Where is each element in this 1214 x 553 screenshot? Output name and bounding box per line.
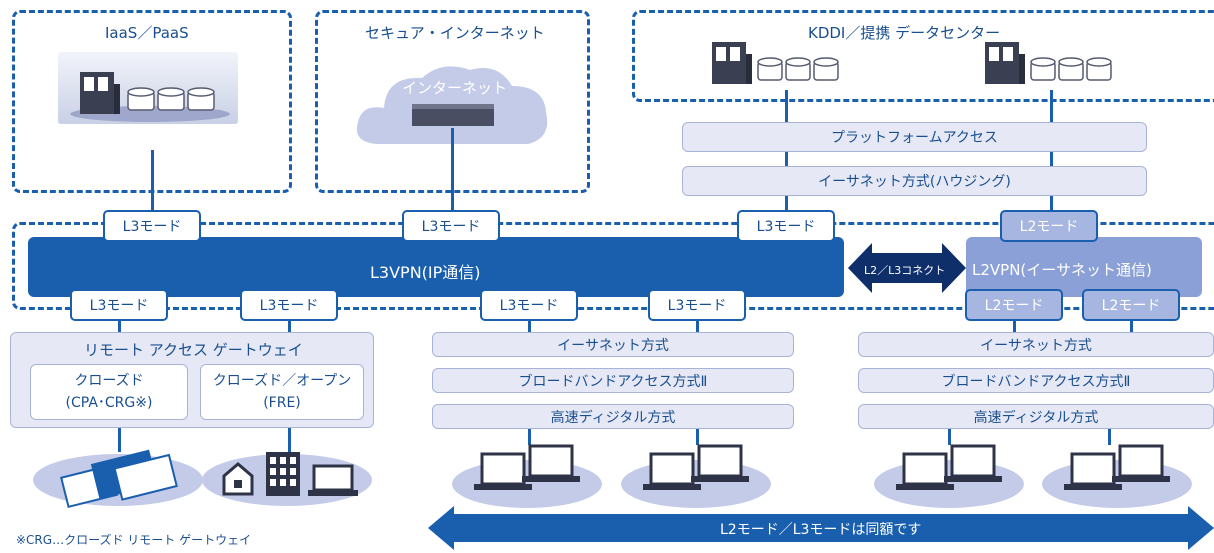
rag-closed-line2: (CPA･CRG※) xyxy=(65,395,153,411)
secure-internet-title: セキュア・インターネット xyxy=(365,24,545,42)
l2-l3-connect-label: L2／L3コネクト xyxy=(864,264,946,277)
datacenter-server-icon-2 xyxy=(985,42,1112,84)
l2-mode-label-dc: L2モード xyxy=(1000,210,1098,242)
connector-pc-4 xyxy=(1108,429,1111,445)
l2vpn-bar xyxy=(966,237,1202,297)
connector-internet xyxy=(451,128,454,212)
l2-l3-connect-arrow xyxy=(848,243,966,293)
l2-mode-label-access-1: L2モード xyxy=(965,289,1063,321)
rag-open-line1: クローズド／オープン xyxy=(212,373,352,389)
connector-pc-1 xyxy=(528,429,531,445)
same-price-label: L2モード／L3モードは同額です xyxy=(720,522,922,538)
l3vpn-label: L3VPN(IP通信) xyxy=(370,263,481,282)
connector-rag-devices-2 xyxy=(288,428,291,452)
connector-l2-access-1 xyxy=(1013,321,1016,333)
pc-group-icon-4 xyxy=(1042,444,1192,508)
connector-rag-1 xyxy=(118,321,121,333)
connector-l2-access-2 xyxy=(1130,321,1133,333)
digital-bar-l3: 高速ディジタル方式 xyxy=(432,404,794,429)
l3vpn-bar xyxy=(28,237,844,297)
pc-group-icon-1 xyxy=(452,444,602,508)
platform-access-bar: プラットフォームアクセス xyxy=(682,122,1147,152)
connector-rag-2 xyxy=(288,321,291,333)
iaas-server-icon xyxy=(70,72,230,122)
datacenter-server-icon-1 xyxy=(712,42,839,84)
footnote: ※CRG…クローズド リモート ゲートウェイ xyxy=(16,533,252,547)
l3-mode-label-access-2: L3モード xyxy=(648,289,746,321)
rag-open-line2: (FRE) xyxy=(263,395,301,411)
connector-access-1 xyxy=(528,321,531,333)
rag-open-box: クローズド／オープン (FRE) xyxy=(200,364,364,420)
connector-rag-devices-1 xyxy=(118,428,121,452)
connector-access-2 xyxy=(696,321,699,333)
pc-group-icon-2 xyxy=(621,444,771,508)
ethernet-bar-l2: イーサネット方式 xyxy=(858,332,1214,357)
internet-cloud-label: インターネット xyxy=(402,79,508,97)
pc-group-icon-3 xyxy=(874,444,1024,508)
connector-pc-2 xyxy=(696,429,699,445)
rag-closed-box: クローズド (CPA･CRG※) xyxy=(30,364,188,420)
mobile-devices-icon xyxy=(33,449,203,509)
datacenter-area xyxy=(632,10,1214,102)
same-price-arrow xyxy=(428,506,1214,550)
iaas-paas-title: IaaS／PaaS xyxy=(105,24,189,42)
internet-cloud-icon xyxy=(356,66,548,144)
l3-mode-label-iaas: L3モード xyxy=(103,210,201,242)
l3-mode-label-dc: L3モード xyxy=(737,210,835,242)
rag-title: リモート アクセス ゲートウェイ xyxy=(84,341,303,359)
ethernet-bar-l3: イーサネット方式 xyxy=(432,332,794,357)
ethernet-housing-bar: イーサネット方式(ハウジング) xyxy=(682,166,1147,196)
connector-iaas xyxy=(151,150,154,212)
broadband-bar-l2: ブロードバンドアクセス方式Ⅱ xyxy=(858,368,1214,393)
l3-mode-label-rag-1: L3モード xyxy=(70,289,168,321)
l2-mode-label-access-2: L2モード xyxy=(1082,289,1180,321)
l2vpn-label: L2VPN(イーサネット通信) xyxy=(972,261,1152,279)
datacenter-title: KDDI／提携 データセンター xyxy=(808,24,1001,42)
l3-mode-label-internet: L3モード xyxy=(402,210,500,242)
home-office-devices-icon xyxy=(202,452,372,506)
network-band xyxy=(12,222,1214,310)
broadband-bar-l3: ブロードバンドアクセス方式Ⅱ xyxy=(432,368,794,393)
rag-closed-line1: クローズド xyxy=(74,373,144,389)
l3-mode-label-rag-2: L3モード xyxy=(240,289,338,321)
l3-mode-label-access-1: L3モード xyxy=(480,289,578,321)
connector-pc-3 xyxy=(948,429,951,445)
digital-bar-l2: 高速ディジタル方式 xyxy=(858,404,1214,429)
